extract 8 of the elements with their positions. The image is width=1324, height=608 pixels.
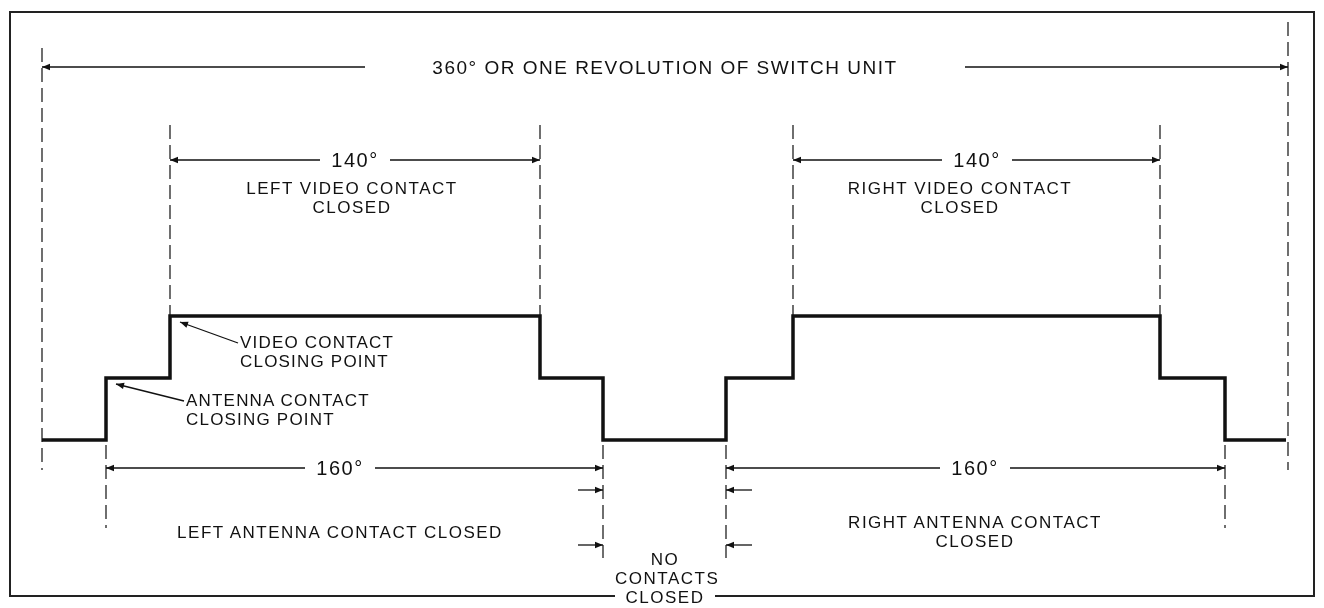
callout-text: VIDEO CONTACT CLOSING POINT xyxy=(240,333,420,371)
callout-text: ANTENNA CONTACT CLOSING POINT xyxy=(186,391,406,429)
leader-line xyxy=(179,321,239,344)
dimension-label: 140° xyxy=(320,150,390,170)
dimension-label: 140° xyxy=(942,150,1012,170)
dimension-label: 160° xyxy=(305,458,375,478)
dimension-label: 160° xyxy=(940,458,1010,478)
leader-line xyxy=(115,382,185,402)
